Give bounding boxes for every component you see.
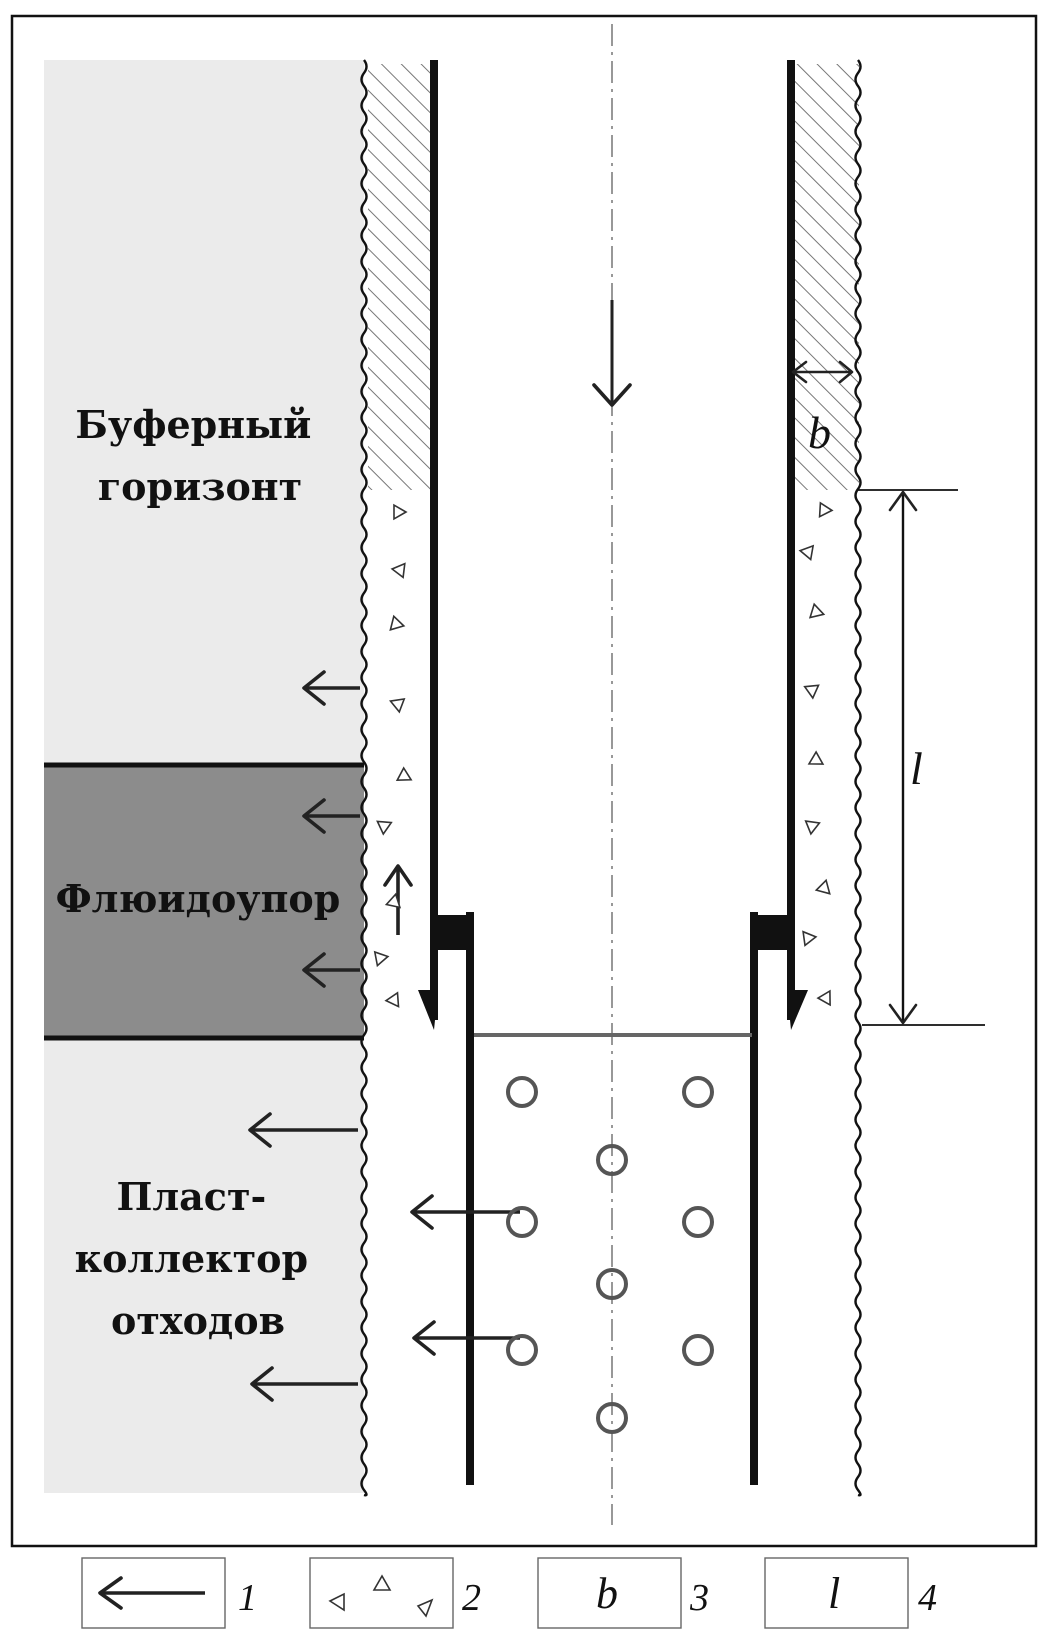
perforation-hole xyxy=(506,1076,538,1108)
buffer-horizon-layer xyxy=(44,60,364,765)
granular-material xyxy=(373,501,834,1008)
granule-triangle xyxy=(804,820,821,836)
leak-arrow xyxy=(302,670,360,706)
waste-collector-label: Пласт- коллектор отходов xyxy=(75,1174,322,1343)
waste-collector-layer xyxy=(44,1038,364,1493)
buffer-horizon-label: Буферный горизонт xyxy=(75,402,324,509)
legend-number: 1 xyxy=(238,1577,257,1619)
granule-triangle xyxy=(390,562,406,579)
perforation-hole xyxy=(596,1268,628,1300)
liner-perforations xyxy=(506,1076,714,1434)
granule-triangle xyxy=(376,820,393,836)
perforation-hole xyxy=(596,1402,628,1434)
triangles-icon xyxy=(328,1574,434,1618)
legend-symbol-b: b xyxy=(596,1569,618,1618)
perforation-hole xyxy=(682,1076,714,1108)
granule-triangle xyxy=(373,950,390,968)
leak-arrow xyxy=(248,1112,358,1148)
granule-triangle xyxy=(802,930,818,947)
perforation-hole xyxy=(596,1144,628,1176)
legend-item-4: l 4 xyxy=(764,1557,937,1629)
granule-triangle xyxy=(807,750,825,765)
legend-number: 4 xyxy=(918,1577,937,1619)
perforation-hole xyxy=(506,1206,538,1238)
leak-arrow xyxy=(302,798,360,834)
granule-triangle xyxy=(395,766,413,782)
perforation-hole xyxy=(682,1206,714,1238)
legend: 1 2 b 3 l 4 xyxy=(81,1557,937,1629)
granule-triangle xyxy=(818,501,834,519)
granule-triangle xyxy=(393,503,408,521)
arrow-icon xyxy=(98,1576,205,1610)
dimension-b-label: b xyxy=(808,407,831,458)
dimension-l-label: l xyxy=(910,743,923,794)
casing-shoe-left xyxy=(418,990,438,1030)
casing-shoe-right xyxy=(787,990,808,1030)
granule-triangle xyxy=(389,614,406,631)
liner-hanger-left xyxy=(437,915,472,950)
leak-arrow xyxy=(302,952,360,988)
hatched-annulus-left xyxy=(368,64,432,490)
diagram-frame xyxy=(10,14,1038,1548)
granule-triangle xyxy=(808,602,826,619)
perforation-hole xyxy=(506,1334,538,1366)
granule-triangle xyxy=(814,878,831,895)
granule-triangle xyxy=(798,544,815,562)
granule-triangle xyxy=(384,991,400,1008)
granule-triangle xyxy=(388,698,406,714)
granule-triangle xyxy=(803,684,820,700)
leak-arrows xyxy=(248,670,520,1402)
hatched-annulus-right xyxy=(795,64,859,490)
granule-triangle xyxy=(384,892,402,909)
leak-arrow xyxy=(250,1366,358,1402)
leak-arrow xyxy=(412,1320,520,1356)
fluid-seal-label: Флюидоупор xyxy=(56,876,341,921)
legend-item-3: b 3 xyxy=(537,1557,709,1629)
granule-triangle xyxy=(816,989,831,1007)
legend-number: 2 xyxy=(462,1577,481,1619)
legend-symbol-l: l xyxy=(828,1569,840,1618)
perforation-hole xyxy=(682,1334,714,1366)
borehole-wall-left xyxy=(360,59,368,1497)
flow-down-arrow xyxy=(592,300,632,407)
borehole-wall-right xyxy=(854,59,862,1497)
leak-arrow xyxy=(410,1194,520,1230)
dimension-l xyxy=(858,489,985,1026)
legend-number: 3 xyxy=(689,1577,709,1619)
legend-item-1: 1 xyxy=(81,1557,257,1629)
liner-hanger-right xyxy=(752,915,788,950)
legend-item-2: 2 xyxy=(309,1557,481,1629)
dimension-b xyxy=(791,360,854,384)
